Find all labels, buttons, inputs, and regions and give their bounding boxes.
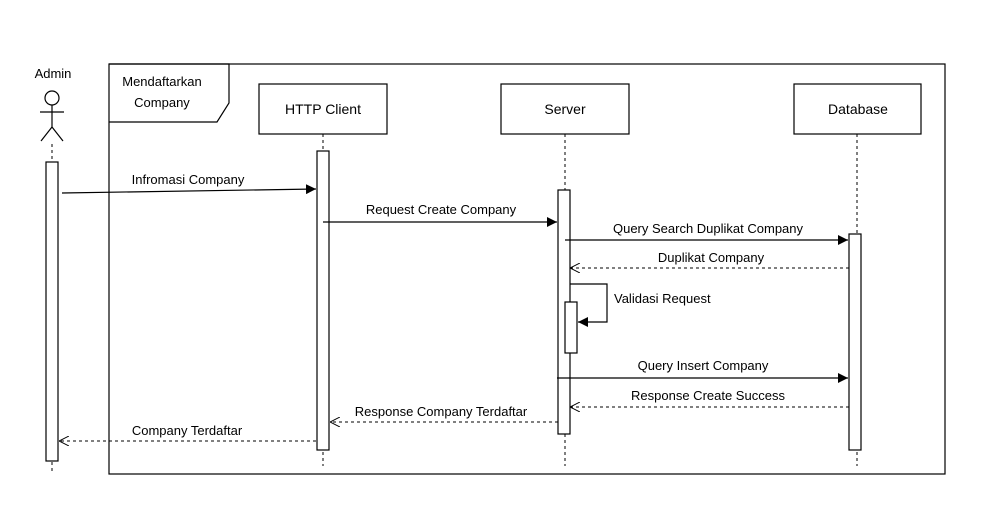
activation-database	[848, 233, 862, 451]
frame-label-tab	[109, 63, 230, 123]
actor-admin-icon	[40, 90, 64, 142]
participant-http-client-label: HTTP Client	[285, 101, 361, 117]
message-3-label: Query Search Duplikat Company	[613, 221, 804, 236]
participant-http-client-box	[258, 83, 388, 135]
message-1-label: Infromasi Company	[132, 172, 245, 187]
participant-server-box	[500, 83, 630, 135]
message-2-label: Request Create Company	[366, 202, 517, 217]
participant-database-box	[793, 83, 922, 135]
activation-http-client	[316, 150, 330, 451]
activation-server-nested	[564, 301, 578, 354]
message-9-label: Company Terdaftar	[132, 423, 243, 438]
message-7-label: Response Create Success	[631, 388, 785, 403]
actor-admin-label: Admin	[35, 66, 72, 81]
frame-box	[108, 63, 946, 475]
message-5-self-arrow	[570, 283, 608, 327]
message-6-label: Query Insert Company	[638, 358, 769, 373]
participant-database-label: Database	[828, 101, 888, 117]
participant-server-label: Server	[544, 101, 586, 117]
frame-label-line2: Company	[134, 95, 190, 110]
activation-admin	[45, 161, 59, 462]
frame-label-line1: Mendaftarkan	[122, 74, 202, 89]
message-1-arrow	[61, 184, 317, 195]
message-8-label: Response Company Terdaftar	[355, 404, 528, 419]
message-4-label: Duplikat Company	[658, 250, 765, 265]
message-5-label: Validasi Request	[614, 291, 711, 306]
